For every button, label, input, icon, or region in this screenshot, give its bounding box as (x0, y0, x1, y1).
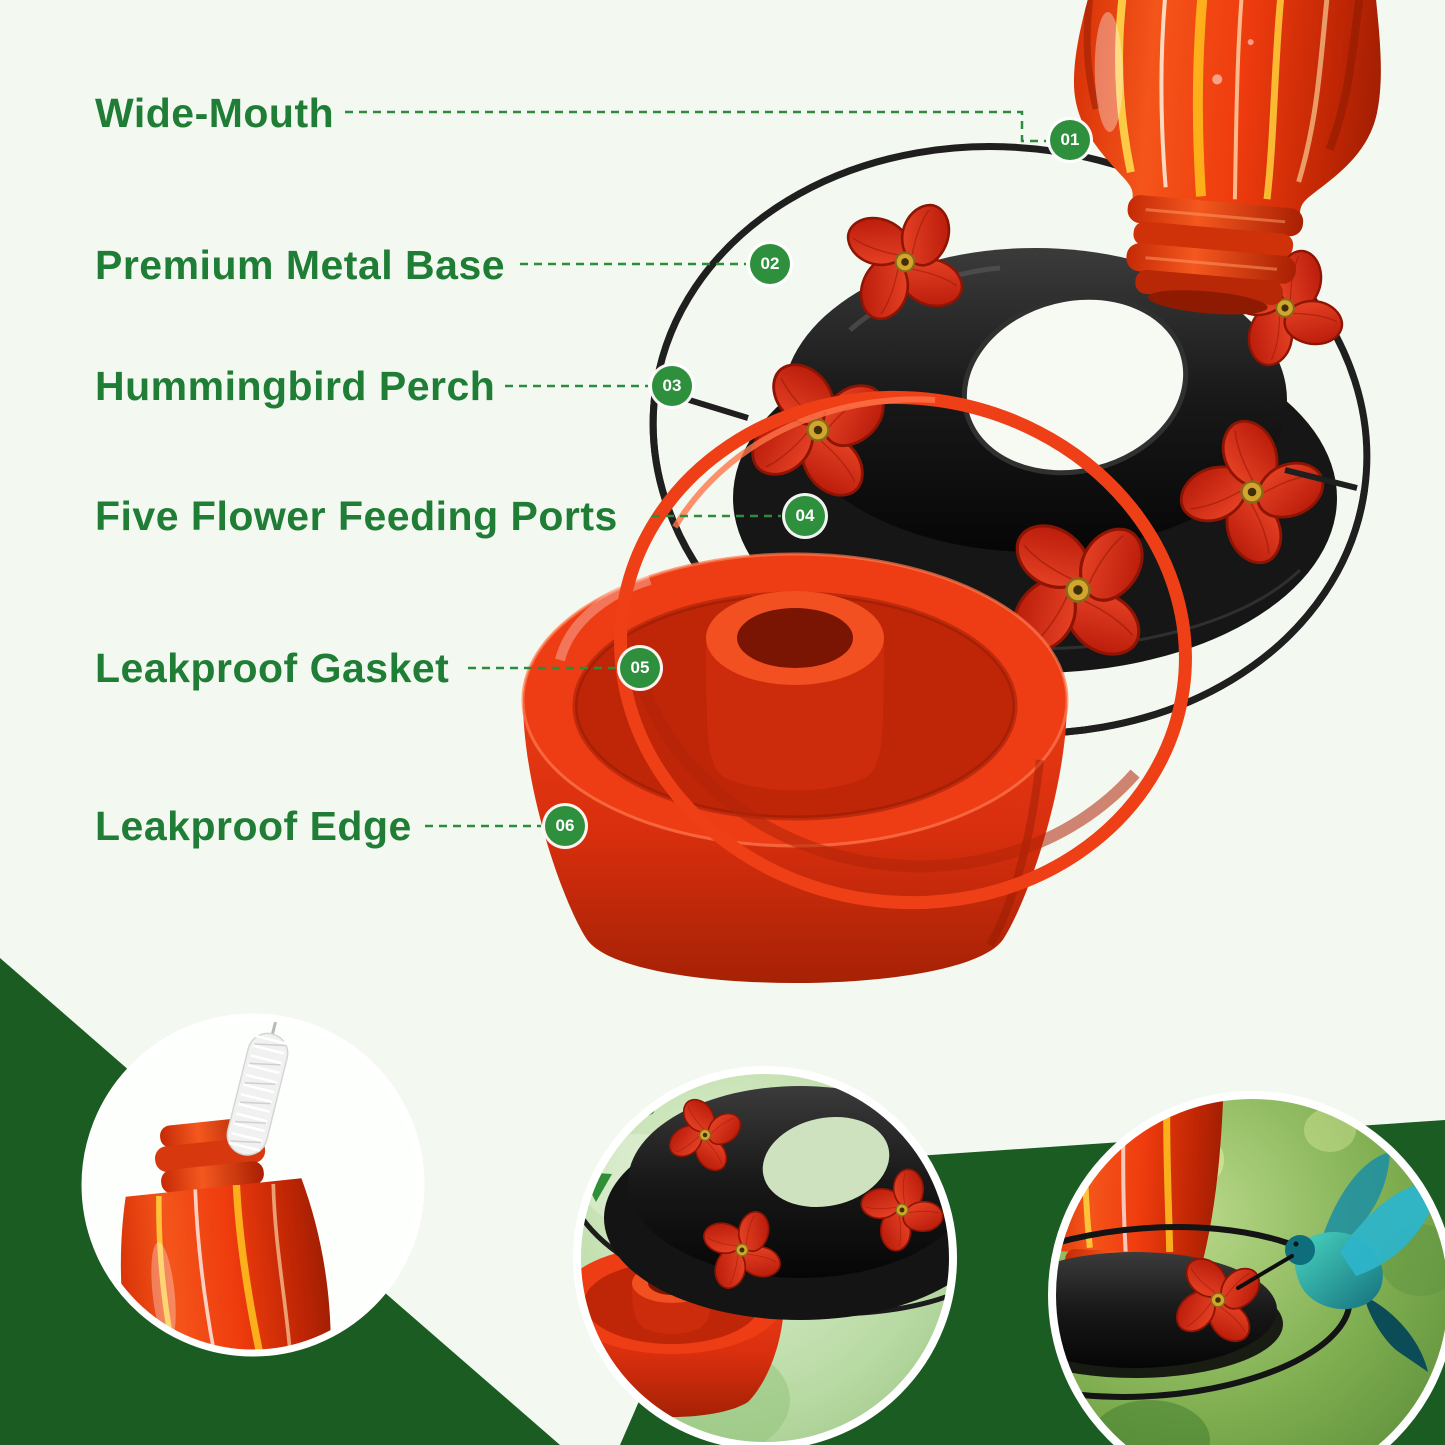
label-feeding-ports: Five Flower Feeding Ports (95, 493, 618, 539)
badge-05: 05 (620, 648, 660, 688)
inset-base (577, 1070, 953, 1320)
label-hummingbird-perch: Hummingbird Perch (95, 363, 496, 409)
badge-05-number: 05 (630, 658, 650, 677)
leakproof-gasket (614, 390, 1192, 910)
cleaning-brush-icon (226, 1017, 289, 1156)
badge-04-number: 04 (795, 506, 815, 525)
inset-hummingbird (1048, 1091, 1445, 1445)
nectar-basin (521, 552, 1069, 983)
badge-06: 06 (545, 806, 585, 846)
badge-02: 02 (750, 244, 790, 284)
hummingbird-icon (1236, 1152, 1438, 1372)
badge-01: 01 (1050, 120, 1090, 160)
badge-06-number: 06 (555, 816, 575, 835)
label-wide-mouth: Wide-Mouth (95, 90, 335, 136)
label-leakproof-gasket: Leakproof Gasket (95, 645, 450, 691)
bottle-neck-collar (1126, 195, 1304, 315)
inset-cleaning-brush (81, 1013, 425, 1357)
badge-03: 03 (652, 366, 692, 406)
label-leakproof-edge: Leakproof Edge (95, 803, 412, 849)
label-metal-base: Premium Metal Base (95, 242, 506, 288)
glass-bottle (1074, 0, 1381, 315)
badge-03-number: 03 (662, 376, 682, 395)
badge-01-number: 01 (1060, 130, 1080, 149)
badge-04: 04 (785, 496, 825, 536)
badge-02-number: 02 (760, 254, 780, 273)
inset-assembly (573, 1066, 957, 1445)
